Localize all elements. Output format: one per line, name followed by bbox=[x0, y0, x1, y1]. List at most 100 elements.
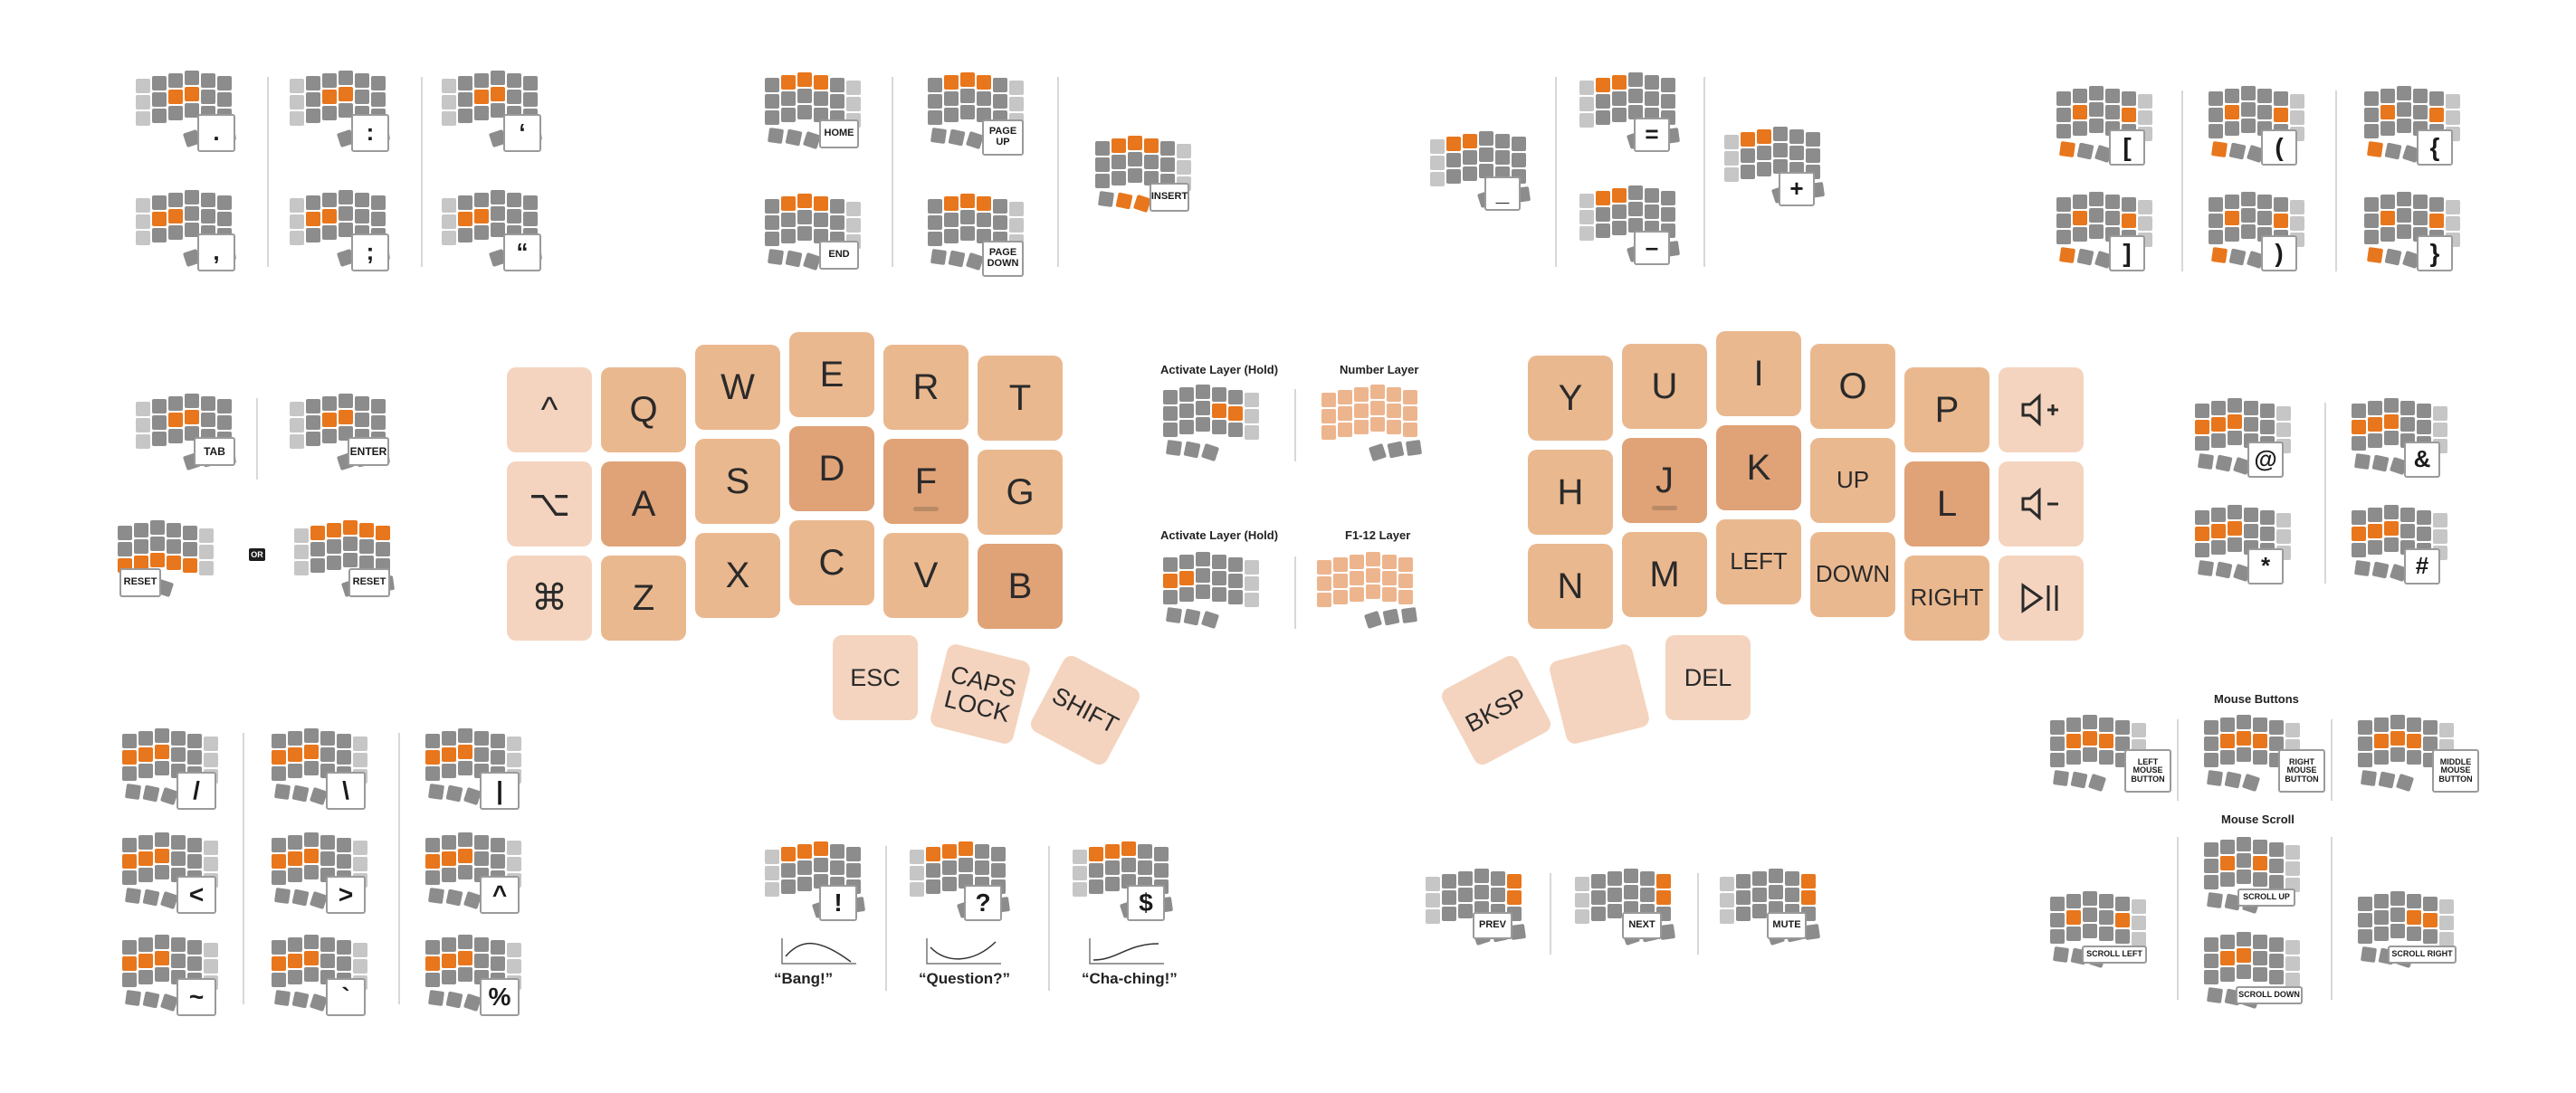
mini-key bbox=[2390, 715, 2405, 729]
mini-key bbox=[138, 851, 153, 866]
bl-symbol-0: / bbox=[177, 772, 216, 810]
mini-key bbox=[1333, 557, 1348, 572]
mini-key bbox=[1612, 91, 1627, 106]
mini-key bbox=[1179, 404, 1194, 418]
mini-key bbox=[523, 92, 538, 107]
mini-key bbox=[1507, 874, 1522, 889]
mini-key bbox=[458, 761, 472, 775]
mini-key bbox=[122, 854, 137, 869]
mini-key bbox=[474, 209, 489, 223]
mini-key bbox=[846, 202, 861, 216]
mini-key bbox=[765, 110, 779, 125]
sound-name-0: “Bang!” bbox=[774, 970, 834, 987]
mini-key bbox=[2220, 750, 2235, 765]
mini-key bbox=[797, 72, 812, 87]
mini-key bbox=[2269, 842, 2284, 857]
mini-key bbox=[1430, 156, 1445, 170]
mini-key bbox=[152, 228, 167, 242]
mini-thumb bbox=[2371, 561, 2390, 579]
separator bbox=[1294, 556, 1296, 629]
mini-key bbox=[355, 193, 369, 207]
mini-key bbox=[2253, 718, 2267, 732]
mini-key bbox=[122, 838, 137, 852]
mini-key bbox=[1073, 882, 1087, 897]
mini-key bbox=[2433, 423, 2447, 437]
mini-key bbox=[185, 206, 199, 221]
punct-symbol-5: “ bbox=[503, 233, 541, 271]
mini-key bbox=[187, 734, 202, 748]
mini-key bbox=[507, 73, 521, 88]
mini-key bbox=[781, 863, 796, 878]
mini-key bbox=[458, 212, 472, 226]
mini-key bbox=[2380, 227, 2395, 242]
mini-key bbox=[474, 106, 489, 120]
mini-key bbox=[1591, 890, 1606, 905]
mini-key bbox=[359, 539, 374, 554]
mini-key bbox=[355, 90, 369, 104]
mini-key bbox=[2244, 401, 2258, 415]
mini-key bbox=[2439, 899, 2454, 914]
mini-key bbox=[168, 106, 183, 120]
mini-key bbox=[2241, 86, 2256, 100]
mini-key bbox=[290, 198, 304, 213]
scroll-key-0: SCROLL UP bbox=[2237, 889, 2295, 907]
mini-key bbox=[138, 937, 153, 952]
mini-thumb bbox=[142, 784, 160, 803]
mini-key bbox=[2211, 433, 2226, 448]
mini-key bbox=[150, 553, 165, 567]
separator bbox=[1057, 77, 1059, 267]
mini-thumb bbox=[767, 127, 785, 145]
mini-thumb bbox=[2384, 142, 2402, 160]
mini-key bbox=[320, 747, 335, 762]
mini-key bbox=[474, 851, 489, 866]
mini-key bbox=[2269, 937, 2284, 952]
mini-key bbox=[2413, 89, 2428, 103]
mini-key bbox=[2269, 737, 2284, 751]
mini-key bbox=[2276, 529, 2291, 544]
mini-key bbox=[134, 556, 148, 570]
mini-key bbox=[1245, 393, 1259, 407]
mini-key bbox=[288, 731, 302, 746]
key-right-6: I bbox=[1716, 331, 1801, 416]
mini-key bbox=[359, 556, 374, 570]
mini-key bbox=[1317, 593, 1331, 607]
mini-key bbox=[846, 81, 861, 95]
mini-key bbox=[975, 860, 989, 875]
mini-thumb bbox=[291, 784, 310, 803]
separator bbox=[1048, 846, 1050, 991]
mini-key bbox=[2269, 954, 2284, 968]
mini-key bbox=[2253, 734, 2267, 748]
mini-key bbox=[122, 956, 137, 971]
mini-key bbox=[136, 214, 150, 229]
mini-key bbox=[781, 196, 796, 211]
mini-key bbox=[204, 959, 218, 974]
mini-key bbox=[2083, 908, 2097, 922]
mini-key bbox=[168, 90, 183, 104]
mini-key bbox=[1463, 166, 1477, 181]
mini-key bbox=[304, 935, 319, 949]
mini-key bbox=[814, 196, 828, 211]
mini-key bbox=[339, 410, 353, 424]
mini-key bbox=[2241, 224, 2256, 239]
media-combo-0 bbox=[1426, 869, 1534, 950]
mini-key bbox=[2237, 965, 2251, 979]
mini-key bbox=[491, 750, 505, 765]
home-row-bump bbox=[1652, 506, 1677, 510]
mini-key bbox=[781, 75, 796, 90]
mini-key bbox=[2433, 529, 2447, 544]
mini-key bbox=[1177, 144, 1191, 158]
mini-key bbox=[2089, 119, 2104, 133]
mini-key bbox=[1789, 146, 1804, 160]
bracket-symbol-3: ] bbox=[2109, 235, 2145, 271]
key-right-0: Y bbox=[1528, 356, 1613, 441]
mini-key bbox=[491, 206, 505, 221]
mini-key bbox=[322, 396, 337, 411]
mini-key bbox=[491, 103, 505, 118]
mini-key bbox=[1806, 132, 1820, 147]
activate-number-combo bbox=[1163, 385, 1272, 466]
mini-thumb bbox=[291, 991, 310, 1009]
mini-key bbox=[1474, 885, 1489, 899]
mini-key bbox=[2352, 527, 2366, 541]
mini-thumb bbox=[2378, 771, 2396, 789]
mini-key bbox=[201, 209, 215, 223]
